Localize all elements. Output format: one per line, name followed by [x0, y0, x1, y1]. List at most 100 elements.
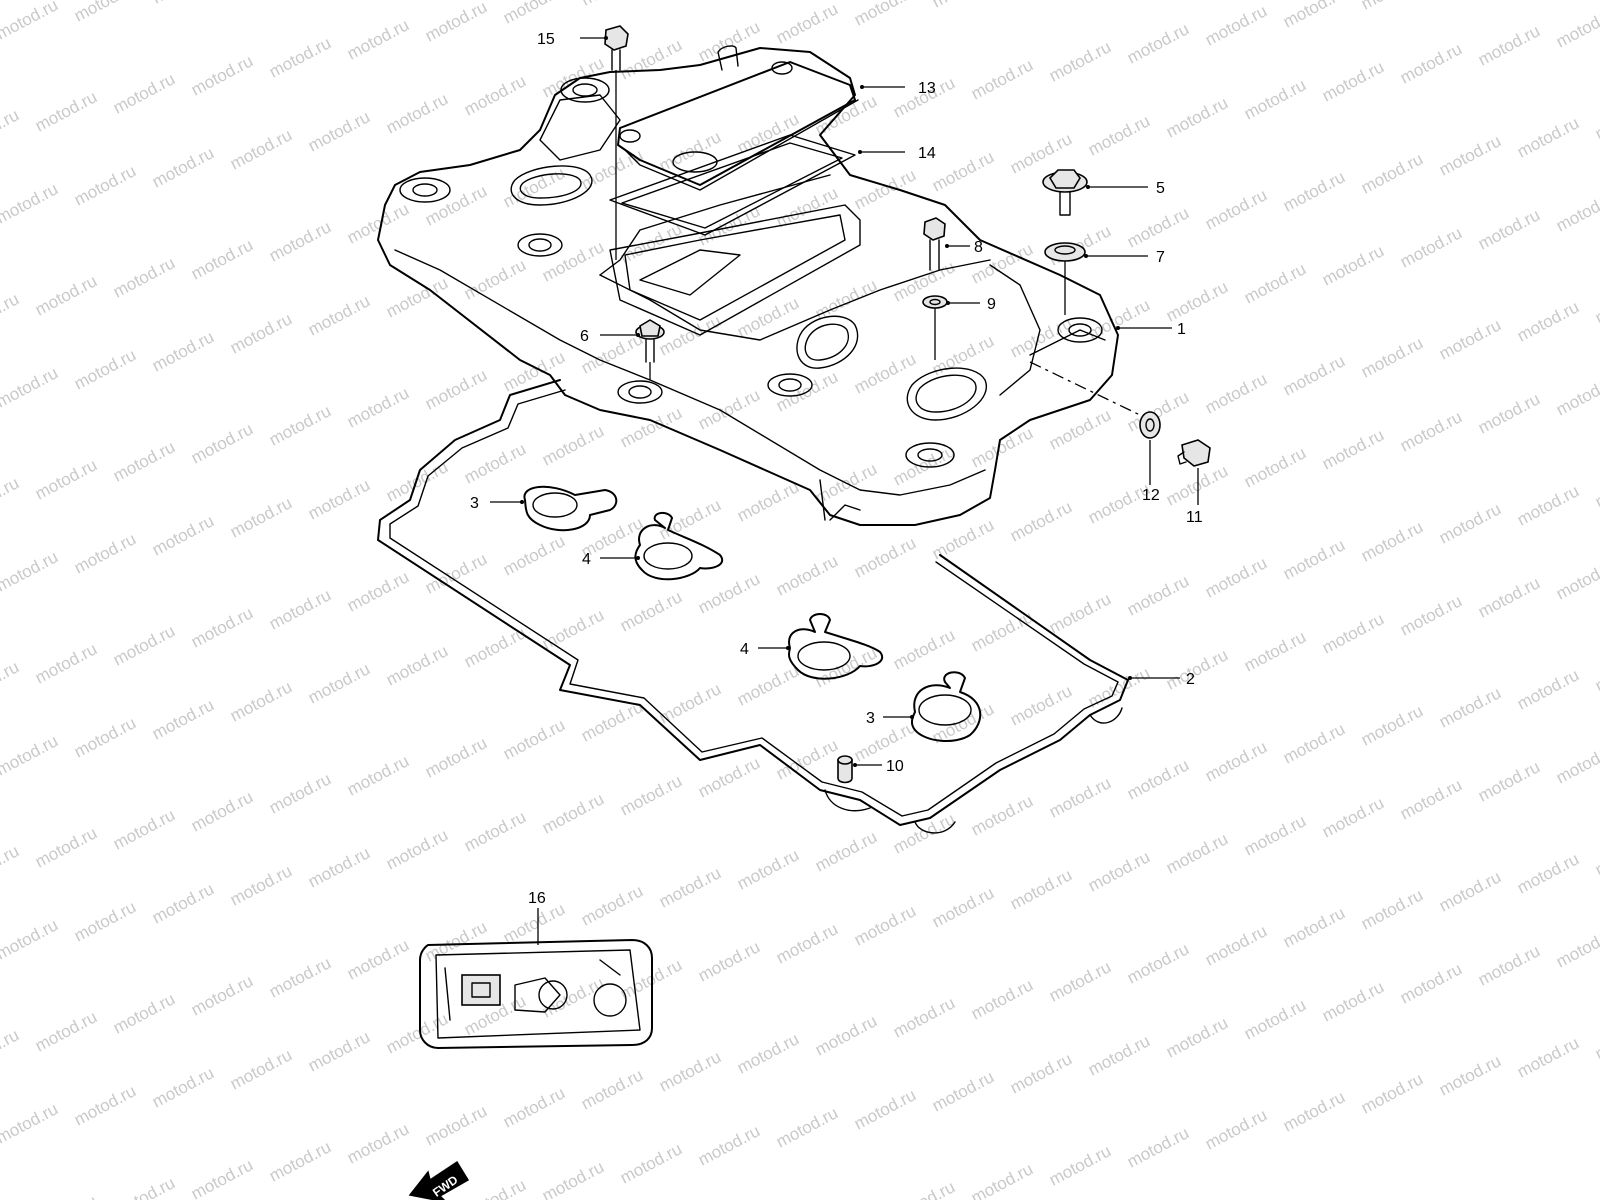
callout-2: 2	[1186, 671, 1195, 688]
callout-13: 13	[918, 80, 936, 97]
watermark-text: motod.ru	[1436, 499, 1504, 547]
watermark-text: motod.ru	[812, 827, 880, 875]
watermark-text: motod.ru	[1046, 589, 1114, 637]
watermark-text: motod.ru	[1163, 461, 1231, 509]
watermark-text: motod.ru	[1241, 259, 1309, 307]
watermark-text: motod.ru	[1553, 739, 1600, 787]
watermark-text: motod.ru	[578, 0, 646, 10]
watermark-text: motod.ru	[32, 1191, 100, 1200]
watermark-text: motod.ru	[71, 1081, 139, 1129]
watermark-text: motod.ru	[500, 0, 568, 28]
watermark-text: motod.ru	[188, 787, 256, 835]
watermark-text: motod.ru	[1358, 333, 1426, 381]
watermark-text: motod.ru	[266, 953, 334, 1001]
watermark-text: motod.ru	[929, 1067, 997, 1115]
watermark-text: motod.ru	[149, 327, 217, 375]
watermark-text: motod.ru	[851, 0, 919, 30]
seal-4-lower	[788, 613, 883, 680]
watermark-text: motod.ru	[461, 71, 529, 119]
watermark-text: motod.ru	[422, 181, 490, 229]
watermark-text: motod.ru	[227, 861, 295, 909]
watermark-text: motod.ru	[1124, 755, 1192, 803]
watermark-text: motod.ru	[1124, 1123, 1192, 1171]
callout-4-upper: 4	[582, 551, 591, 568]
watermark-text: motod.ru	[1592, 1015, 1600, 1063]
breather-gasket	[609, 134, 856, 236]
watermark-text: motod.ru	[539, 973, 607, 1021]
watermark-text: motod.ru	[1358, 517, 1426, 565]
watermark-text: motod.ru	[32, 455, 100, 503]
watermark-text: motod.ru	[305, 659, 373, 707]
watermark-text: motod.ru	[227, 677, 295, 725]
watermark-text: motod.ru	[1436, 1051, 1504, 1099]
watermark-text: motod.ru	[1319, 977, 1387, 1025]
watermark-text: motod.ru	[1124, 203, 1192, 251]
watermark-text: motod.ru	[1319, 793, 1387, 841]
watermark-text: motod.ru	[305, 107, 373, 155]
watermark-text: motod.ru	[110, 253, 178, 301]
watermark-text: motod.ru	[344, 15, 412, 63]
watermark-text: motod.ru	[110, 69, 178, 117]
watermark-text: motod.ru	[539, 421, 607, 469]
watermark-text: motod.ru	[695, 753, 763, 801]
bolt-6	[635, 319, 665, 380]
watermark-text: motod.ru	[71, 161, 139, 209]
watermark-text: motod.ru	[1163, 645, 1231, 693]
watermark-text: motod.ru	[266, 217, 334, 265]
bolt-8	[923, 217, 946, 271]
watermark-text: motod.ru	[1397, 959, 1465, 1007]
watermark-text: motod.ru	[1358, 701, 1426, 749]
watermark-text: motod.ru	[305, 843, 373, 891]
watermark-text: motod.ru	[617, 1139, 685, 1187]
watermark-text: motod.ru	[1319, 241, 1387, 289]
watermark-text: motod.ru	[617, 403, 685, 451]
watermark-text: motod.ru	[1202, 737, 1270, 785]
watermark-text: motod.ru	[1592, 279, 1600, 327]
watermark-text: motod.ru	[383, 641, 451, 689]
watermark-text: motod.ru	[1592, 95, 1600, 143]
watermark-text: motod.ru	[890, 809, 958, 857]
watermark-text: motod.ru	[539, 789, 607, 837]
watermark-text: motod.ru	[1319, 609, 1387, 657]
watermark-text: motod.ru	[1085, 1031, 1153, 1079]
watermark-text: motod.ru	[0, 0, 61, 44]
gasket-washer-11	[1029, 361, 1161, 439]
watermark-text: motod.ru	[227, 125, 295, 173]
watermark-text: motod.ru	[1202, 185, 1270, 233]
watermark-text: motod.ru	[1436, 683, 1504, 731]
watermark-text: motod.ru	[1007, 497, 1075, 545]
watermark-text: motod.ru	[0, 547, 61, 595]
watermark-text: motod.ru	[656, 863, 724, 911]
watermark-text: motod.ru	[617, 771, 685, 819]
watermark-text: motod.ru	[1436, 131, 1504, 179]
plug-10	[1177, 439, 1211, 467]
cover-gasket	[377, 379, 1129, 834]
watermark-text: motod.ru	[1397, 223, 1465, 271]
callout-10: 11	[1186, 509, 1203, 526]
watermark-text: motod.ru	[266, 769, 334, 817]
callout-14: 14	[918, 145, 936, 162]
watermark-text: motod.ru	[1202, 553, 1270, 601]
callout-12: 10	[886, 758, 904, 775]
watermark-text: motod.ru	[149, 879, 217, 927]
watermark-text: motod.ru	[461, 1175, 529, 1200]
watermark-text: motod.ru	[539, 1157, 607, 1200]
watermark-text: motod.ru	[1475, 205, 1543, 253]
watermark-text: motod.ru	[578, 1065, 646, 1113]
watermark-text: motod.ru	[149, 143, 217, 191]
watermark-text: motod.ru	[71, 529, 139, 577]
watermark-text: motod.ru	[1280, 535, 1348, 583]
watermark-text: motod.ru	[656, 127, 724, 175]
watermark-text: motod.ru	[1202, 1105, 1270, 1153]
watermark-text: motod.ru	[1436, 867, 1504, 915]
watermark-text: motod.ru	[812, 1011, 880, 1059]
watermark-text: motod.ru	[968, 423, 1036, 471]
watermark-text: motod.ru	[812, 1195, 880, 1200]
watermark-text: motod.ru	[0, 363, 61, 411]
watermark-text: motod.ru	[1553, 187, 1600, 235]
watermark-text: motod.ru	[656, 1047, 724, 1095]
watermark-text: motod.ru	[1553, 923, 1600, 971]
watermark-text: motod.ru	[32, 1007, 100, 1055]
watermark-text: motod.ru	[773, 551, 841, 599]
